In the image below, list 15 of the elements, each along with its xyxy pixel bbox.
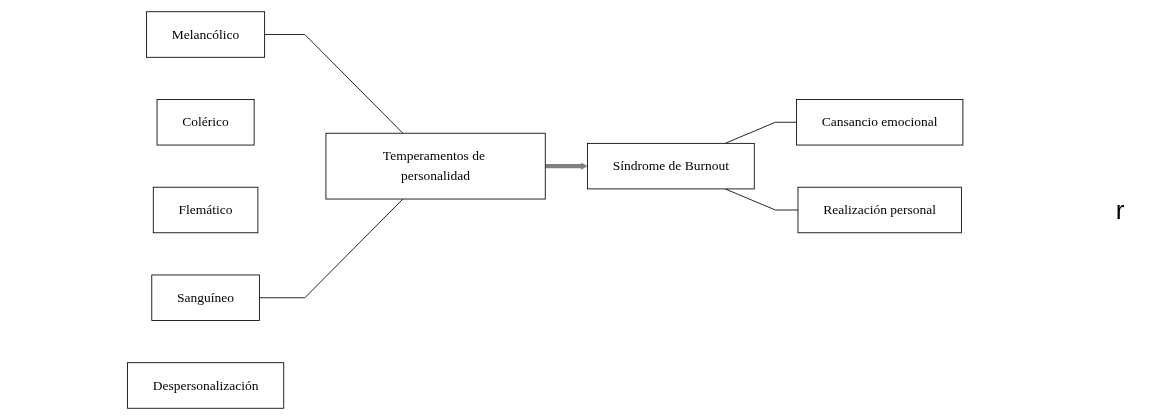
connector — [264, 34, 404, 134]
node-box: Síndrome de Burnout — [586, 142, 755, 190]
label-text: r — [1114, 194, 1126, 226]
node-box: Sanguíneo — [151, 274, 260, 321]
arrow — [545, 162, 588, 170]
node-box: Temperamentos de personalidad — [325, 132, 546, 200]
node-box: Cansancio emocional — [795, 99, 964, 146]
connector — [258, 198, 404, 299]
connector — [724, 121, 797, 144]
connector — [724, 188, 799, 211]
node-box: Realización personal — [797, 186, 962, 234]
node-box: Colérico — [156, 99, 255, 146]
node-box: Flemático — [152, 186, 259, 234]
node-box: Melancólico — [145, 11, 265, 58]
node-box: Despersonalización — [126, 362, 284, 409]
